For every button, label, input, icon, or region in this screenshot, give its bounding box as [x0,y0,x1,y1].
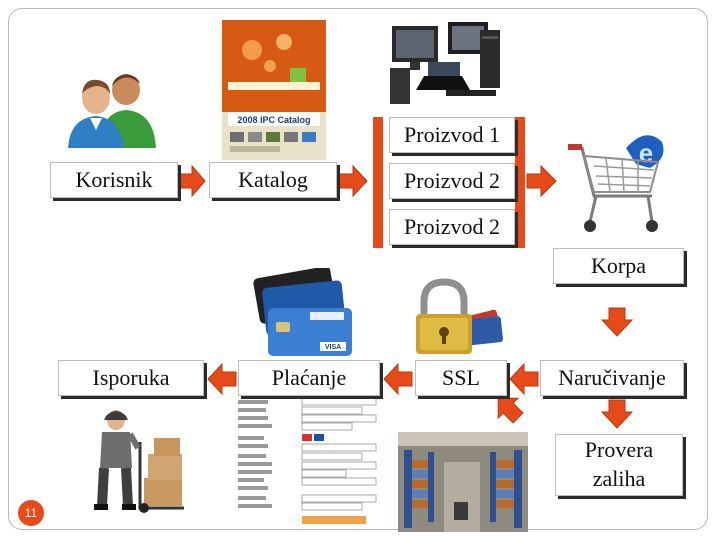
ssl-label: SSL [442,364,480,390]
product-2-box: Proizvod 2 [389,163,515,199]
order-box: Naručivanje [540,360,684,396]
order-form-image [232,396,384,526]
ssl-box: SSL [415,360,507,396]
arrow-stock-to-ssl [497,397,524,424]
cart-box: Korpa [553,248,684,284]
padlock-icon [412,278,504,358]
cart-label: Korpa [591,252,646,278]
computers-image [384,18,506,108]
product-1-box: Proizvod 1 [389,117,515,153]
catalog-cover-image: 2008 IPC Catalog [222,20,326,160]
order-label: Naručivanje [558,364,666,390]
stock-check-label-line1: Provera [584,437,654,463]
payment-box: Plaćanje [238,360,380,396]
catalog-label: Katalog [238,166,308,192]
product-3-box: Proizvod 2 [389,209,515,245]
arrow-cart-to-order [600,307,634,337]
users-icon [68,68,160,148]
arrow-payment-to-delivery [207,362,237,396]
arrow-user-to-catalog [179,164,206,198]
arrow-catalog-to-products [338,164,368,198]
arrow-order-to-stock [600,399,634,429]
catalog-box: Katalog [209,162,337,198]
delivery-man-image [92,408,190,514]
product-2-label: Proizvod 2 [404,167,500,193]
cart-group-bar [515,117,525,248]
warehouse-image [398,432,528,532]
arrow-products-to-cart [526,164,557,198]
user-label: Korisnik [75,166,153,192]
payment-label: Plaćanje [271,364,347,390]
delivery-box: Isporuka [58,360,204,396]
stock-check-label-line2: zaliha [592,466,646,491]
user-box: Korisnik [50,162,178,198]
slide-number: 11 [18,500,44,526]
product-group-bar [373,117,383,248]
credit-cards-image: VISA [250,268,354,360]
arrow-order-to-ssl [509,362,539,396]
product-1-label: Proizvod 1 [404,121,500,147]
arrow-ssl-to-payment [383,362,413,396]
shopping-cart-image: e [566,118,670,236]
delivery-label: Isporuka [92,364,170,390]
catalog-cover-title: 2008 IPC Catalog [237,115,310,125]
svg-text:VISA: VISA [325,344,341,351]
product-3-label: Proizvod 2 [404,213,500,239]
stock-check-box: Provera zaliha [555,434,683,496]
